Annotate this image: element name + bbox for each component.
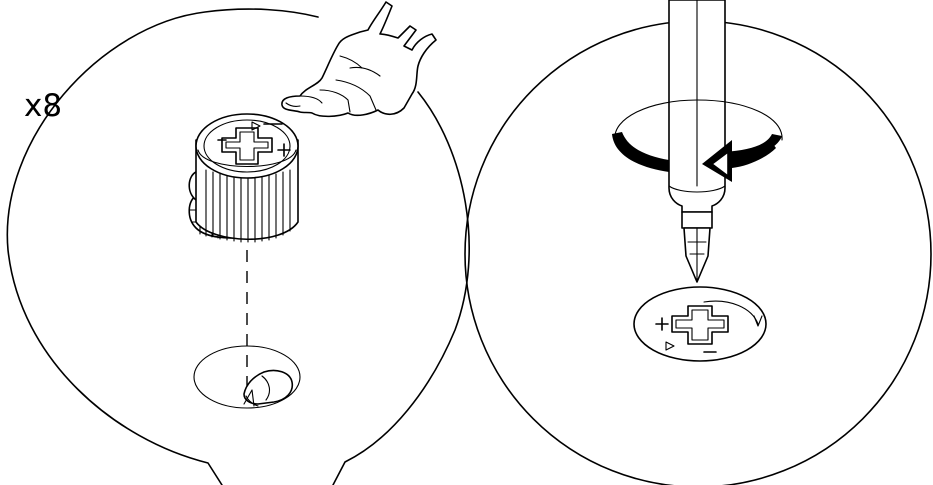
cam-lock-fitting-icon — [189, 114, 298, 242]
phillips-screwdriver-icon — [669, 0, 725, 282]
cam-head-target-icon — [634, 287, 766, 361]
quantity-label: x8 — [24, 88, 62, 124]
pointing-hand-icon — [282, 2, 436, 116]
